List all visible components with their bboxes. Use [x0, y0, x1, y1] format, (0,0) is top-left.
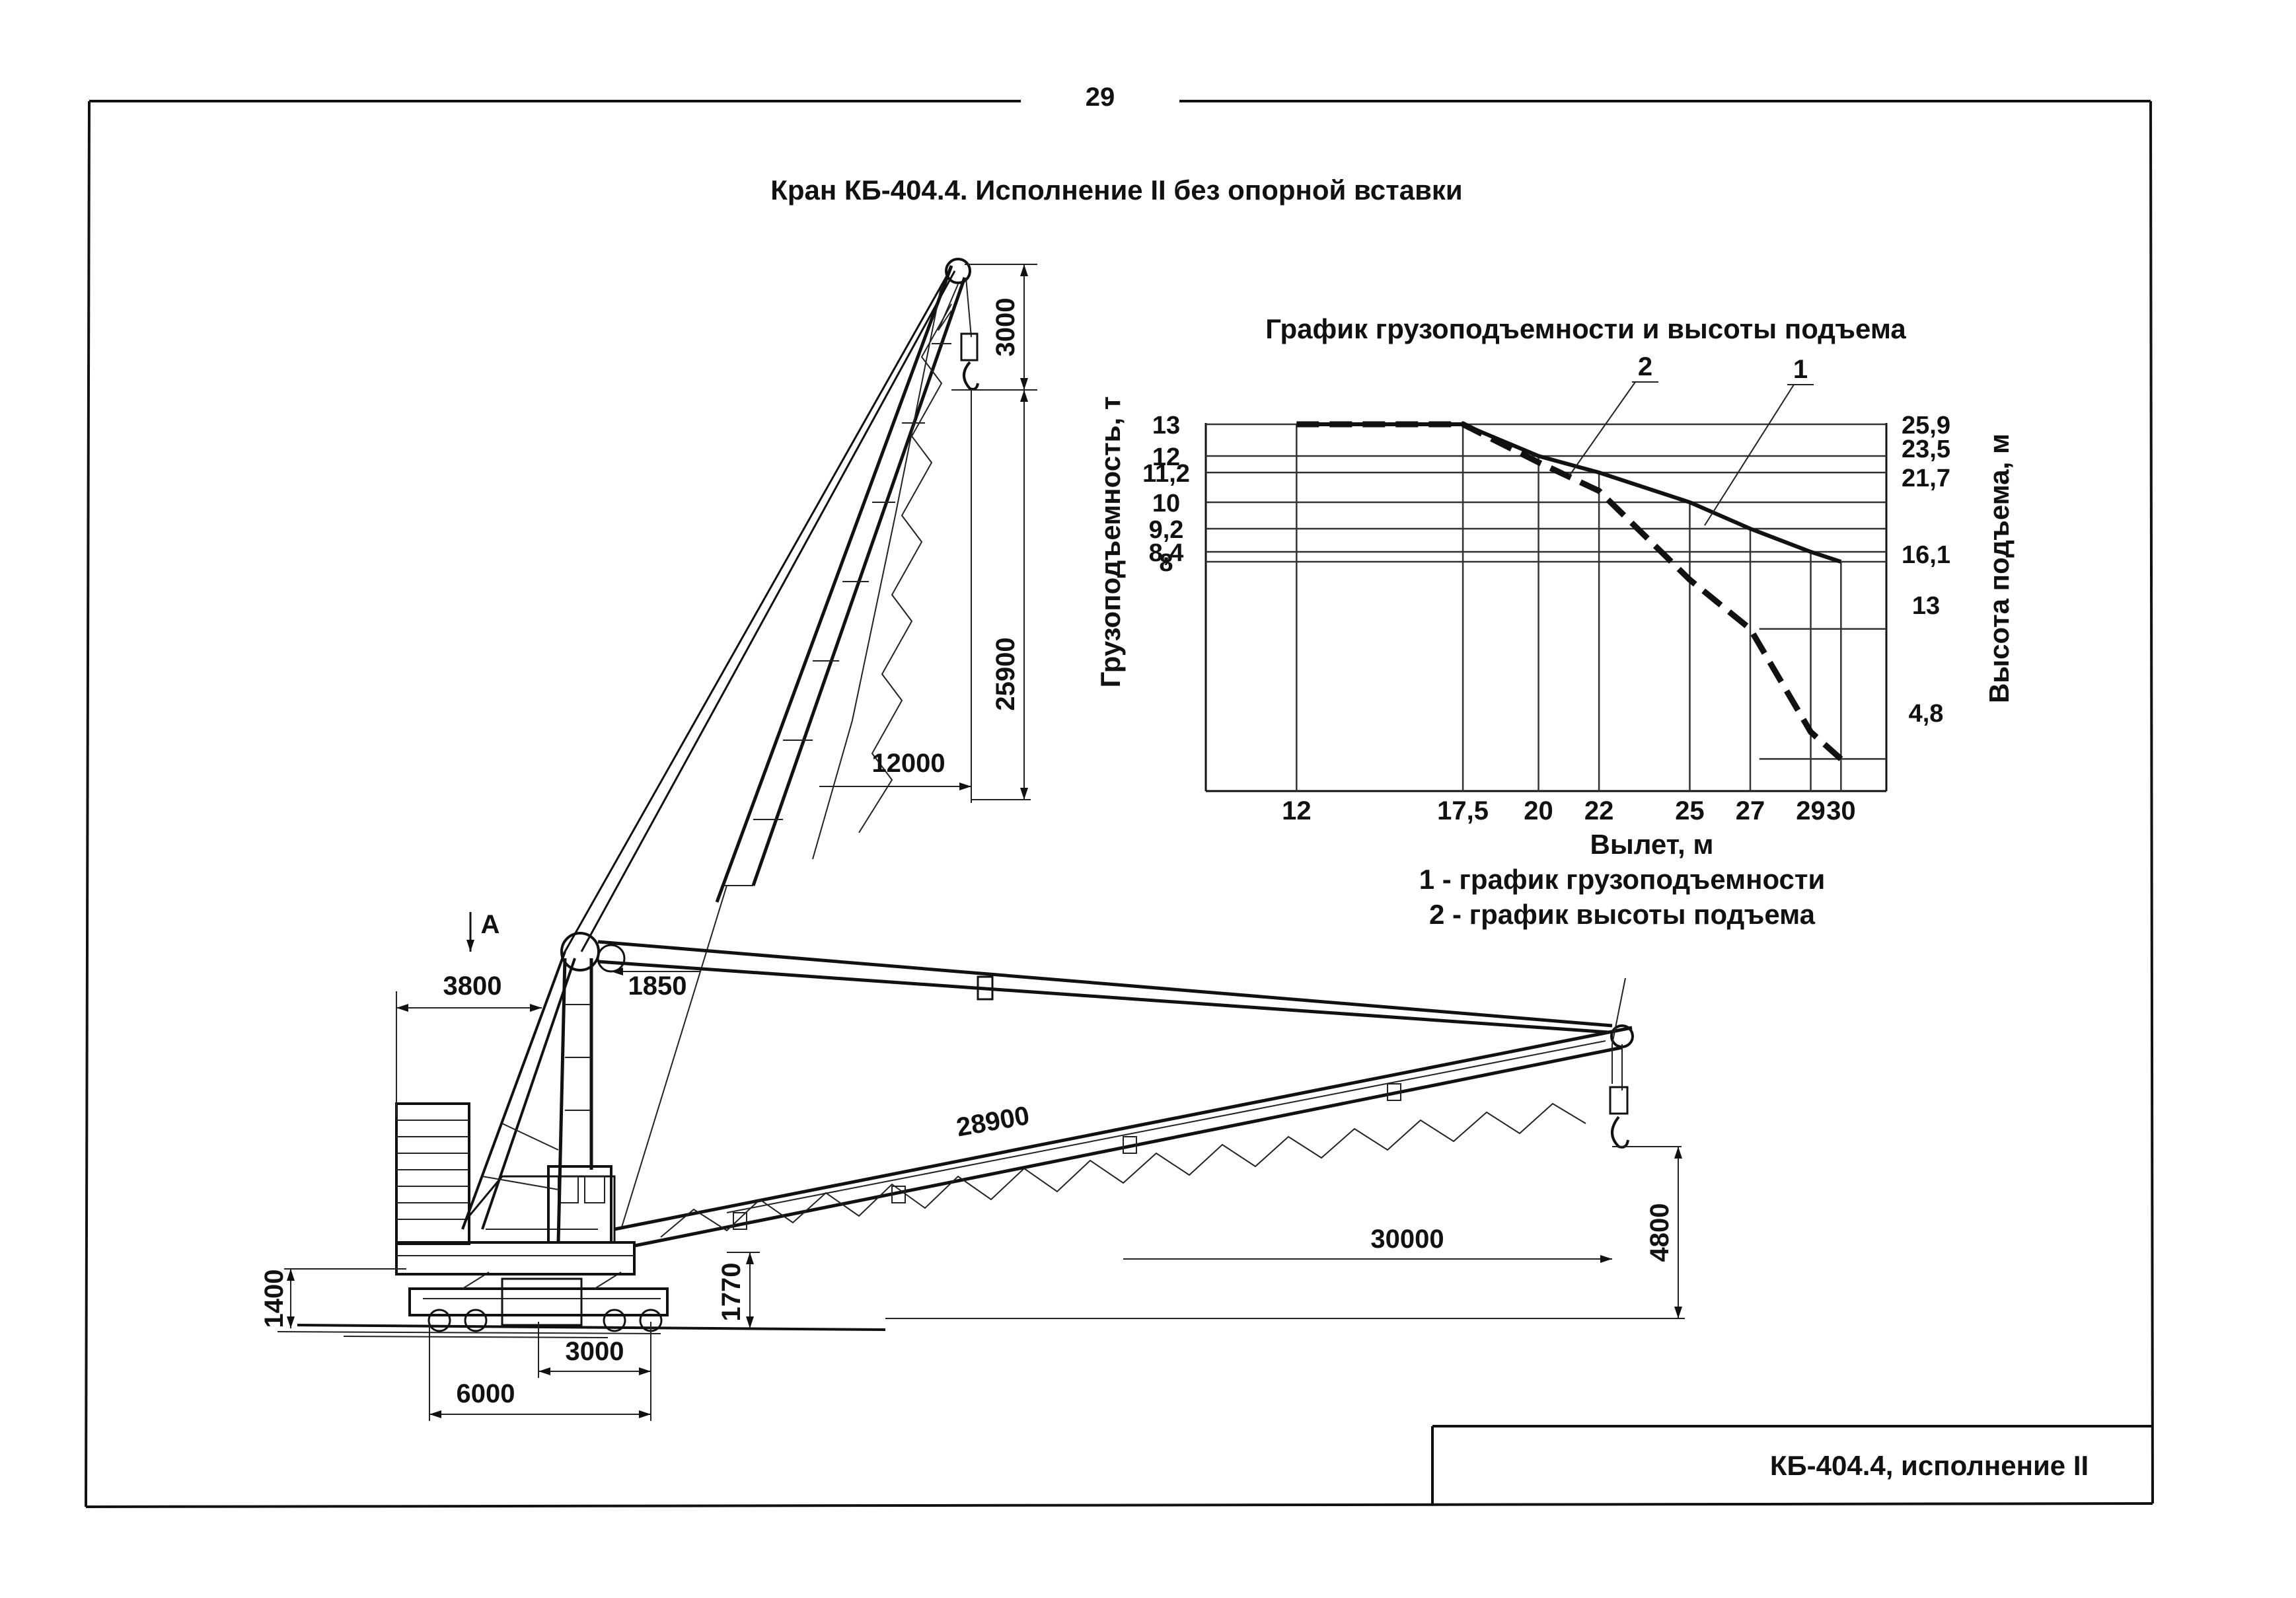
dim-upper-reach: 12000 — [871, 749, 945, 778]
rail-track — [277, 1324, 886, 1338]
x-tick-label: 17,5 — [1437, 796, 1489, 825]
curve-label-2: 2 — [1638, 352, 1652, 381]
upper-hook-block — [960, 277, 979, 391]
tower-mast — [556, 932, 626, 1243]
chart-series — [1296, 421, 1843, 761]
dim-base-height: 1400 — [260, 1270, 289, 1328]
y-left-tick-label: 10 — [1152, 490, 1180, 517]
chart-ylabel-right: Высота подъема, м — [1983, 434, 2015, 703]
dim-base-width: 6000 — [457, 1379, 515, 1408]
x-tick-label: 29 — [1796, 796, 1826, 825]
turntable-platform — [395, 1241, 636, 1275]
lower-hook-block — [1609, 977, 1629, 1149]
x-tick-label: 22 — [1584, 796, 1614, 825]
x-tick-label: 27 — [1736, 796, 1765, 825]
chart-grid — [1206, 423, 1886, 791]
main-boom — [614, 1024, 1634, 1248]
dim-lower-height: 1770 — [717, 1263, 746, 1322]
chart-xlabel: Вылет, м — [1590, 829, 1714, 860]
y-left-tick-label: 13 — [1152, 412, 1180, 439]
title-block — [1431, 1425, 2151, 1505]
view-label: А — [481, 910, 500, 939]
dimension-labels: 3000 25900 12000 3800 1850 А 28900 30000… — [260, 298, 1674, 1408]
y-left-tick-label: 11,2 — [1142, 460, 1190, 488]
dim-full-reach: 30000 — [1370, 1225, 1444, 1254]
crane-drawing — [277, 258, 1634, 1338]
dim-mast-offset: 1850 — [628, 971, 687, 1001]
curve-label-1: 1 — [1793, 355, 1808, 384]
luffing-jib — [715, 258, 971, 903]
dimension-lines — [284, 264, 1685, 1421]
y-right-tick-label: 25,9 — [1902, 412, 1950, 439]
y-left-tick-label: 9,2 — [1149, 516, 1184, 544]
title-block-text: КБ-404.4, исполнение II — [1770, 1450, 2089, 1481]
x-tick-label: 25 — [1675, 796, 1705, 825]
y-right-tick-label: 13 — [1912, 592, 1940, 620]
series-capacity-line — [1296, 422, 1842, 564]
dim-tower-height: 25900 — [991, 637, 1020, 710]
page-frame — [85, 100, 2154, 1508]
y-right-tick-label: 21,7 — [1902, 465, 1950, 492]
y-left-tick-label: 8,4 — [1149, 539, 1184, 567]
chart-ylabel-left: Грузоподъемность, т — [1095, 397, 1126, 688]
undercarriage — [408, 1272, 669, 1332]
dim-hook-height: 4800 — [1645, 1203, 1674, 1262]
chart-title: График грузоподъемности и высоты подъема — [1265, 313, 1906, 344]
drawing-title: Кран КБ-404.4. Исполнение II без опорной… — [770, 174, 1463, 206]
boom-pendant — [597, 940, 1613, 1034]
jib-guy-ropes — [564, 267, 956, 1230]
counterweight — [395, 1102, 470, 1245]
series-height-line — [1296, 421, 1843, 761]
page-number: 29 — [1086, 83, 1115, 112]
x-tick-label: 30 — [1826, 796, 1856, 825]
dim-boom-length: 28900 — [954, 1101, 1031, 1143]
y-left-tick-label: 12 — [1152, 443, 1180, 471]
y-right-tick-label: 16,1 — [1902, 541, 1950, 569]
x-tick-label: 20 — [1524, 796, 1553, 825]
capacity-height-chart: График грузоподъемности и высоты подъема… — [1095, 313, 2015, 930]
x-tick-label: 12 — [1282, 796, 1312, 825]
y-left-tick-label: 8 — [1159, 549, 1173, 577]
dim-track-gauge: 3000 — [566, 1337, 624, 1366]
dim-tail-radius: 3800 — [443, 971, 502, 1001]
y-right-tick-label: 4,8 — [1909, 700, 1944, 728]
legend-item-1: 1 - график грузоподъемности — [1419, 864, 1826, 895]
tower-struts — [461, 951, 576, 1230]
y-right-tick-label: 23,5 — [1902, 436, 1950, 463]
legend-item-2: 2 - график высоты подъема — [1429, 899, 1816, 930]
dim-top-height: 3000 — [991, 298, 1020, 357]
